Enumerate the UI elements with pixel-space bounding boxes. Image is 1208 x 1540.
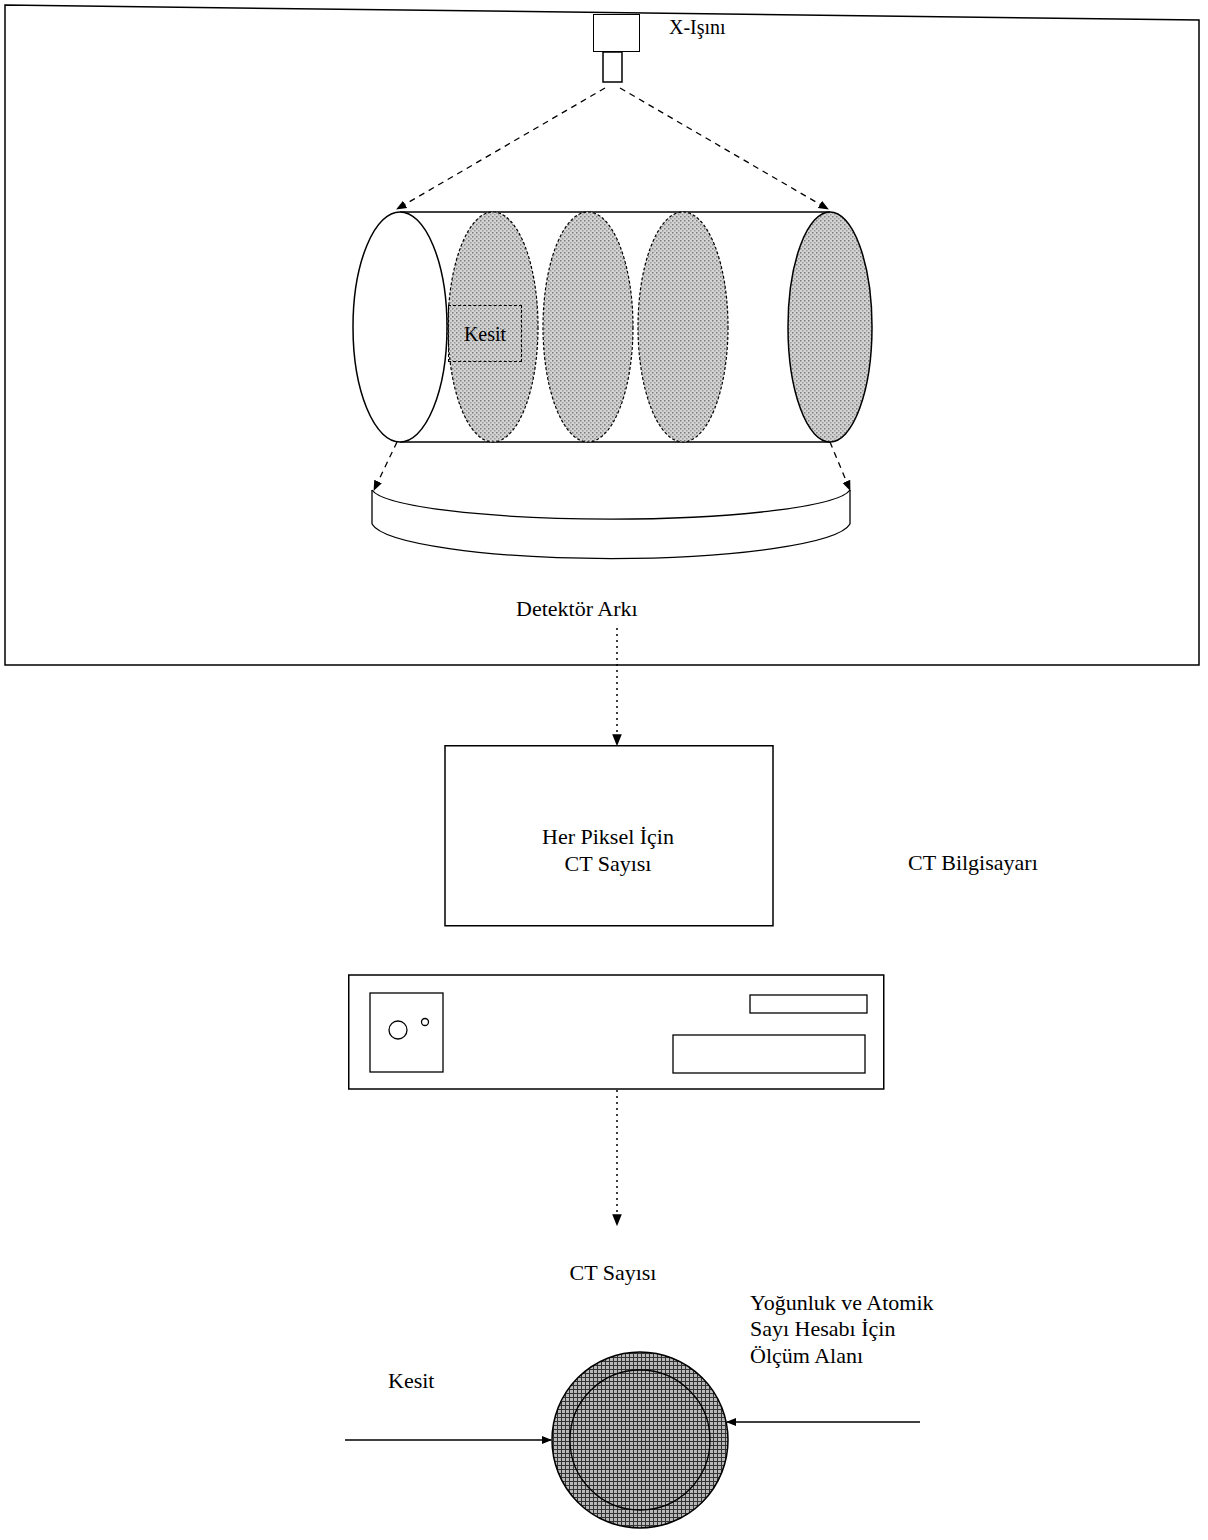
cylinder xyxy=(353,212,872,442)
node-text: CT Sayısı xyxy=(513,1225,713,1286)
node-text: X-Işını xyxy=(669,15,726,39)
computer-shape xyxy=(348,745,885,1090)
detector-arc: Detektör Arkı xyxy=(366,480,856,628)
node-text: Detektör Arkı xyxy=(516,596,638,622)
dotted-connector xyxy=(616,628,618,745)
callout-label: Yoğunluk ve Atomik Sayı Hesabı İçin Ölçü… xyxy=(750,1290,950,1369)
node-text: Kesit xyxy=(464,322,506,346)
tube-nozzle xyxy=(603,52,622,82)
xray-tube: X-Işını xyxy=(593,14,640,52)
cross-section-circle: CT Sayısı xyxy=(513,1225,743,1535)
ct-computer: Her Piksel İçin CT SayısıCT Bilgisayarı xyxy=(348,745,885,1090)
leader-arrow xyxy=(727,1421,920,1422)
callout-label: Kesit xyxy=(388,1368,434,1394)
leader-arrow xyxy=(345,1439,551,1440)
node-text: Her Piksel İçin CT Sayısı xyxy=(529,824,687,877)
slice-box: Kesit xyxy=(448,305,522,362)
node-text: CT Bilgisayarı xyxy=(908,850,1038,876)
beam-lines xyxy=(374,88,850,490)
dotted-connector xyxy=(616,1090,618,1225)
scanner-frame xyxy=(5,5,1199,665)
